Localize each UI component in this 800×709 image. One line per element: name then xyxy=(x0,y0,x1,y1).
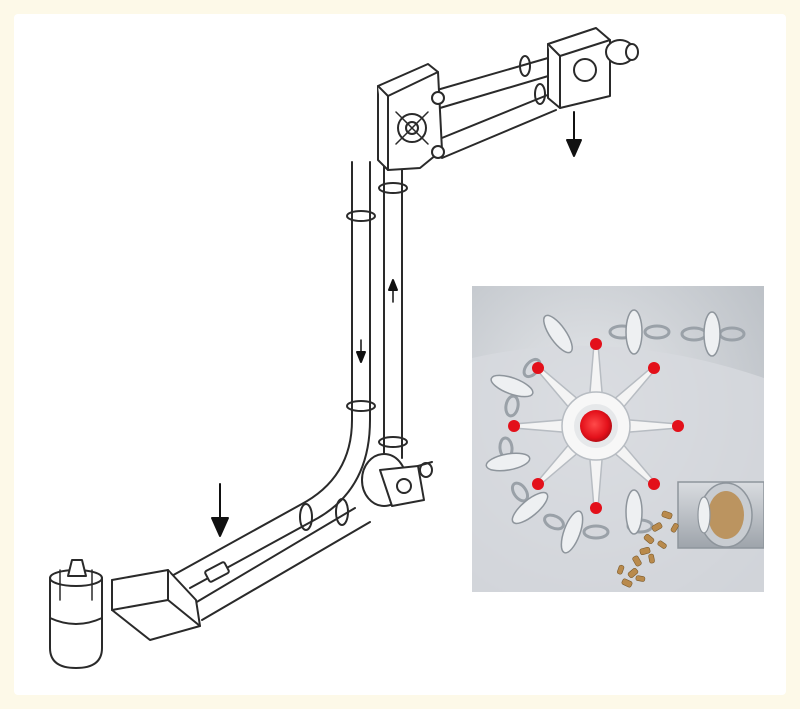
outlet-tube xyxy=(677,481,764,549)
sprocket-tips xyxy=(508,338,684,514)
feed-hopper xyxy=(49,559,103,669)
vertical-return-tube xyxy=(167,161,371,589)
pipe-clamps xyxy=(299,182,408,531)
carry-up-arrow xyxy=(388,279,398,303)
corner-head-unit xyxy=(377,63,445,171)
flow-arrows xyxy=(211,111,582,537)
outlet-discharge-arrow xyxy=(566,111,582,157)
inlet-feed-box xyxy=(111,561,230,641)
falling-material xyxy=(617,510,679,588)
drive-unit xyxy=(547,27,639,109)
chain-discs xyxy=(485,309,721,554)
lower-corner-wheel xyxy=(361,453,433,507)
sprocket-wheel xyxy=(508,338,684,514)
sprocket-closeup-inset xyxy=(472,286,764,592)
hub-red xyxy=(580,410,612,442)
inlet-feed-arrow xyxy=(211,483,229,537)
lower-horizontal-tube xyxy=(189,507,371,621)
upper-inclined-tubes xyxy=(429,55,557,159)
vertical-carry-tube xyxy=(383,161,403,459)
return-down-arrow xyxy=(356,339,366,363)
